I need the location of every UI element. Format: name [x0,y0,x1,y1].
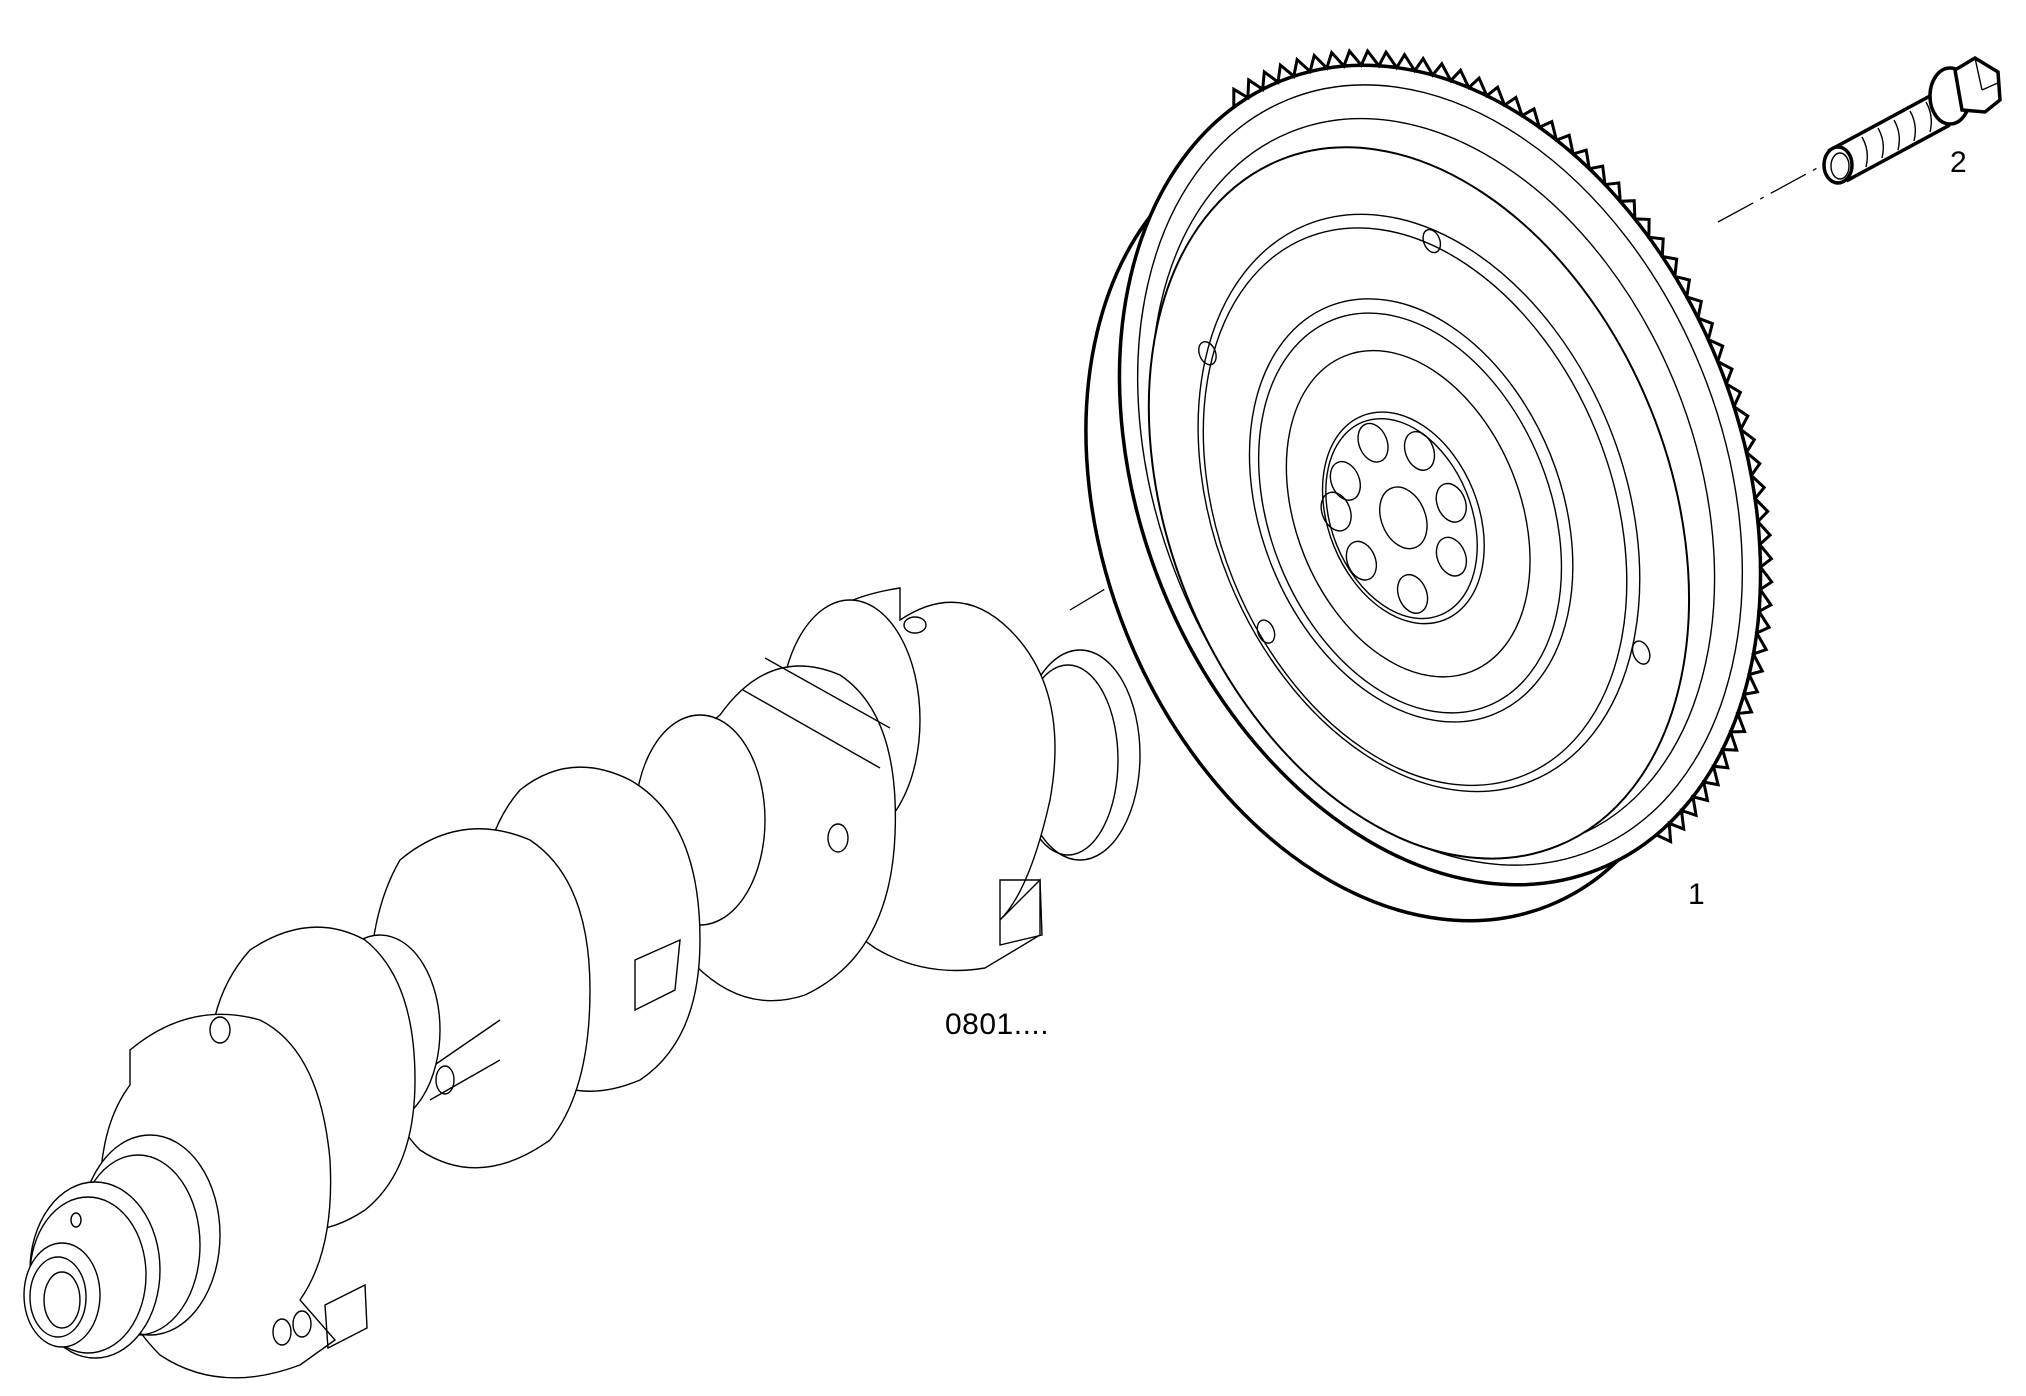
callout-bolt: 2 [1950,146,1967,179]
bolt[interactable] [1822,55,2002,185]
flywheel[interactable] [956,0,1883,1014]
crankshaft[interactable] [23,587,1141,1379]
ring-gear-teeth-detail [1232,48,1774,845]
crankshaft-reference-label: 0801.... [945,1008,1050,1041]
callout-flywheel: 1 [1688,878,1705,911]
